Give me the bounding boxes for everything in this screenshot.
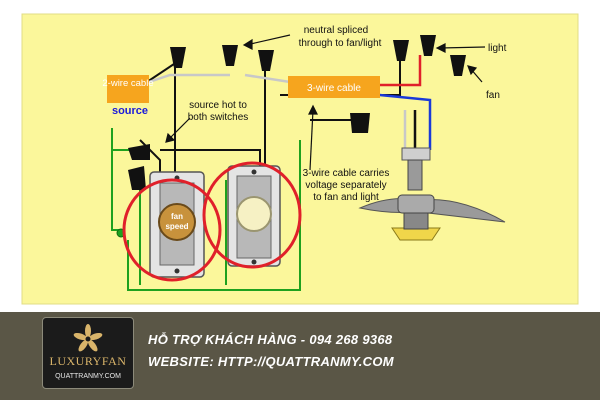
through-to-fan-light-label: through to fan/light [299, 38, 382, 49]
fan-speed-label-line1: fan [171, 212, 183, 221]
fan-speed-label-line2: speed [165, 222, 188, 231]
luxuryfan-logo[interactable]: LUXURYFAN QUATTRANMY.COM [42, 317, 134, 389]
fan-label: fan [486, 90, 500, 101]
logo-subtitle: QUATTRANMY.COM [55, 373, 121, 380]
source-hot-label-line1: source hot to [189, 100, 247, 111]
wire-nut [450, 55, 466, 76]
wire-nut [350, 113, 370, 133]
fan-speed-knob [158, 203, 196, 241]
light-dimmer-switch [227, 165, 281, 267]
source-label: source [112, 105, 148, 117]
two-wire-cable-tag [107, 75, 149, 103]
wire-nut [170, 47, 186, 68]
wire-nut [128, 166, 146, 190]
carries-label-line2: voltage separately [305, 180, 386, 191]
callout-arrows [165, 34, 486, 171]
switch-highlight-circles [122, 161, 302, 282]
carries-label-line1: 3-wire cable carries [303, 168, 390, 179]
ceiling-fan-icon [358, 147, 506, 241]
wire-nut [222, 45, 238, 66]
wire-nut [393, 40, 409, 61]
website-link[interactable]: WEBSITE: HTTP://QUATTRANMY.COM [148, 354, 394, 369]
light-label: light [488, 43, 507, 54]
carries-label-line3: to fan and light [313, 192, 379, 203]
fan-blade-logo-icon [73, 324, 103, 352]
two-wire-cable-label-line1: 2-wire cable [102, 78, 153, 89]
wire-nut [258, 50, 274, 71]
three-wire-cable-tag [288, 76, 380, 98]
fan-wires [379, 55, 432, 150]
fan-speed-switch: fan speed [149, 171, 205, 278]
wire-nut [128, 144, 150, 160]
dimmer-knob [236, 196, 272, 232]
logo-title: LUXURYFAN [49, 354, 127, 368]
hotline-text: HỖ TRỢ KHÁCH HÀNG - 094 268 9368 [148, 332, 393, 347]
three-wire-cable-label: 3-wire cable [307, 83, 361, 94]
source-hot-label-line2: both switches [188, 112, 249, 123]
neutral-spliced-label: neutral spliced [304, 25, 368, 36]
wire-nut [420, 35, 436, 56]
wire-nut-group [128, 35, 466, 190]
